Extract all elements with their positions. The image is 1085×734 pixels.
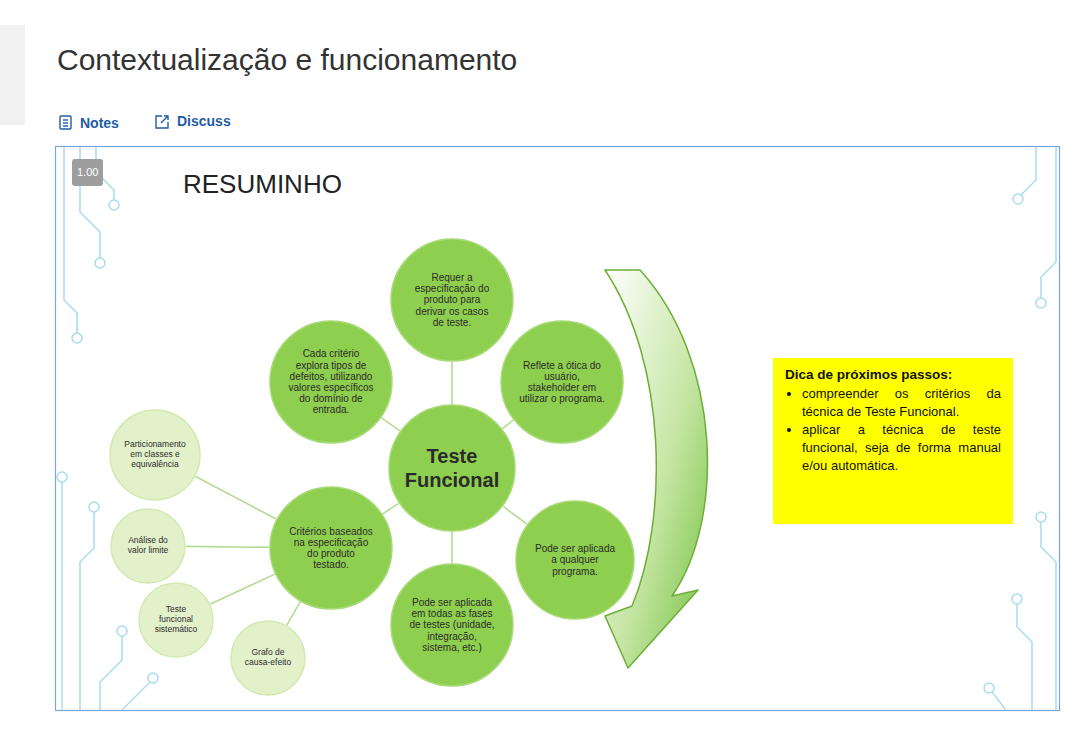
connector-line — [196, 476, 277, 519]
center-circle: Teste Funcional — [388, 404, 516, 532]
criterion-text: Particionamento em classes e equivalênci… — [121, 440, 189, 469]
feature-circle: Requer a especificação do produto para d… — [390, 238, 514, 362]
criterion-circle: Grafo de causa-efeito — [230, 620, 306, 696]
circle-text-block: Critérios baseados na especificação do p… — [288, 526, 374, 571]
circle-text: Pode ser aplicada em todas as fases de t… — [409, 597, 495, 653]
circle-text-block: Grafo de causa-efeito — [240, 648, 296, 668]
criterion-circle: Particionamento em classes e equivalênci… — [109, 409, 201, 501]
circle-text-block: Particionamento em classes e equivalênci… — [121, 440, 189, 469]
circle-text-block: Cada critério explora tipos de defeitos,… — [288, 348, 374, 415]
connector-line — [382, 418, 400, 431]
circle-text: Cada critério explora tipos de defeitos,… — [288, 348, 374, 415]
criterion-circle: Análise do valor limite — [110, 508, 186, 584]
center-text: Teste Funcional — [400, 444, 504, 492]
slide-frame — [56, 147, 1060, 711]
criterion-text: Análise do valor limite — [120, 536, 176, 556]
circle-outline — [270, 487, 392, 609]
notes-icon — [60, 116, 71, 129]
connector-line — [383, 503, 399, 514]
tab-link: Discuss — [177, 113, 231, 129]
tip-list: compreender os critérios da técnica de T… — [785, 385, 1001, 475]
circle-outline — [110, 410, 200, 500]
circle-outline — [270, 321, 392, 443]
feature-circle: Critérios baseados na especificação do p… — [269, 486, 393, 610]
tip-box: Dica de próximos passos: compreender os c… — [773, 358, 1013, 524]
tip-item: aplicar a técnica de teste funcional, se… — [802, 421, 1001, 475]
circle-text-block: Pode ser aplicada a qualquer programa. — [532, 543, 618, 577]
connector-line — [210, 574, 274, 604]
cycle-arrow — [605, 270, 707, 668]
circle-text-block: Análise do valor limite — [120, 536, 176, 556]
circle-outline — [391, 564, 513, 686]
criterion-text: Grafo de causa-efeito — [240, 648, 296, 668]
connector-line — [287, 602, 300, 625]
side-panel — [0, 25, 25, 125]
connector-line — [451, 362, 453, 404]
circle-text-block: Requer a especificação do produto para d… — [409, 272, 495, 328]
circle-text: Critérios baseados na especificação do p… — [288, 526, 374, 571]
connector-line — [451, 532, 453, 563]
criterion-text: Teste funcional sistemático — [148, 605, 204, 634]
circuit-lines — [57, 147, 1056, 710]
connector-line — [186, 546, 269, 549]
circle-outline — [391, 239, 513, 361]
tip-item: compreender os critérios da técnica de T… — [802, 385, 1001, 421]
circle-outline — [516, 501, 634, 619]
tab-link: Notes — [80, 115, 119, 131]
circle-shape — [388, 404, 516, 532]
connector-line — [503, 506, 527, 524]
circle-text: Requer a especificação do produto para d… — [409, 272, 495, 328]
connector-line — [502, 420, 513, 428]
circle-outline — [231, 621, 305, 695]
feature-circle: Reflete a ótica do usuário, stakeholder … — [500, 320, 624, 444]
feature-circle: Cada critério explora tipos de defeitos,… — [269, 320, 393, 444]
slide-heading: RESUMINHO — [183, 169, 342, 200]
circle-outline — [389, 405, 515, 531]
circle-outline — [111, 509, 185, 583]
circle-text-block: Reflete a ótica do usuário, stakeholder … — [519, 360, 605, 405]
circle-outline — [139, 583, 213, 657]
circle-text-block: Teste funcional sistemático — [148, 605, 204, 634]
external-link-icon — [156, 116, 168, 128]
circle-text: Reflete a ótica do usuário, stakeholder … — [519, 360, 605, 405]
speed-badge: 1.00 — [72, 159, 103, 186]
circle-text-block: Pode ser aplicada em todas as fases de t… — [409, 597, 495, 653]
feature-circle: Pode ser aplicada a qualquer programa. — [515, 500, 635, 620]
circle-outline — [501, 321, 623, 443]
criterion-circle: Teste funcional sistemático — [138, 582, 214, 658]
circle-text: Pode ser aplicada a qualquer programa. — [532, 543, 618, 577]
circle-text-block: Teste Funcional — [400, 444, 504, 492]
feature-circle: Pode ser aplicada em todas as fases de t… — [390, 563, 514, 687]
tip-heading: Dica de próximos passos: — [785, 367, 1001, 382]
page-title: Contextualização e funcionamento — [57, 43, 517, 77]
